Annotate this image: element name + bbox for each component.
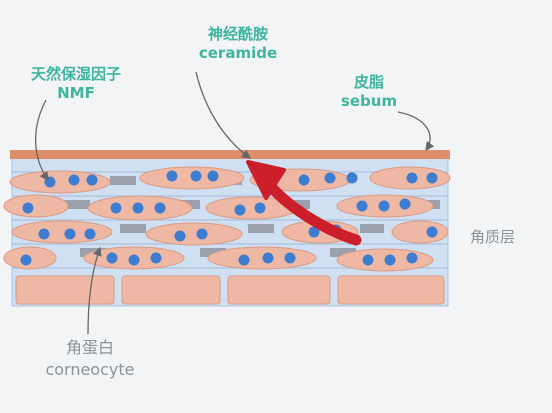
nmf-label-zh: 天然保湿因子 xyxy=(30,65,121,83)
corneocyte-label: 角蛋白 corneocyte xyxy=(36,339,144,378)
lower-cell-blocks xyxy=(15,275,445,305)
stratum-corneum-label: 角质层 xyxy=(470,228,516,246)
corneocyte-label-en: corneocyte xyxy=(45,359,135,379)
ceramide-label: 神经酰胺 ceramide xyxy=(186,26,290,61)
corneocyte-label-zh: 角蛋白 xyxy=(65,338,114,357)
ceramide-label-en: ceramide xyxy=(198,43,278,62)
sebum-label-en: sebum xyxy=(340,91,398,110)
corneocyte-leader-line xyxy=(87,246,102,335)
nmf-label-en: NMF xyxy=(57,83,95,102)
ceramide-leader-line xyxy=(195,71,252,159)
sebum-label-zh: 皮脂 xyxy=(353,73,384,91)
nmf-dots xyxy=(20,170,438,266)
sebum-label: 皮脂 sebum xyxy=(330,74,408,109)
nmf-leader-line xyxy=(35,99,49,182)
sebum-layer xyxy=(10,150,450,159)
nmf-label: 天然保湿因子 NMF xyxy=(14,66,138,101)
ceramide-label-zh: 神经酰胺 xyxy=(207,25,268,43)
red-curved-arrow-icon xyxy=(246,160,362,246)
sebum-leader-line xyxy=(397,111,435,152)
